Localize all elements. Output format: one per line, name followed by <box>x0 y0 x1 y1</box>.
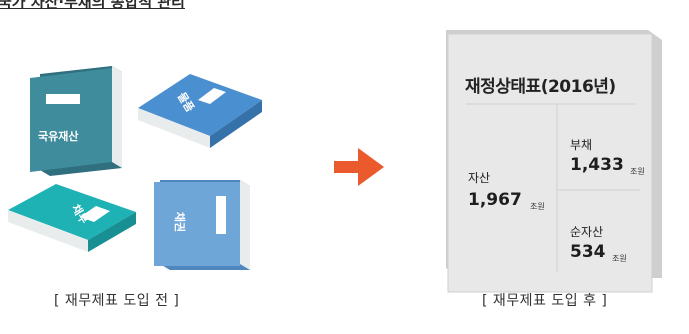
statement-title: 재정상태표(2016년) <box>465 77 616 97</box>
liabilities-unit: 조원 <box>630 167 645 176</box>
liabilities-value: 1,433 <box>570 155 624 175</box>
net-assets-label: 순자산 <box>570 225 604 239</box>
liabilities-label: 부채 <box>570 138 593 152</box>
assets-label: 자산 <box>468 171 491 185</box>
caption-before: [ 재무제표 도입 전 ] <box>54 293 180 309</box>
ledger-sheet <box>446 30 662 293</box>
assets-unit: 조원 <box>530 202 545 211</box>
arrow-right-icon <box>334 148 384 186</box>
book-receivables-icon <box>154 180 250 270</box>
book-goods-icon <box>138 74 262 148</box>
book-label-receivables: 채권 <box>173 211 187 233</box>
book-debt-icon <box>8 184 136 252</box>
book-national-property-icon <box>30 66 122 176</box>
net-assets-unit: 조원 <box>612 254 627 263</box>
section-heading: 국가 자산·부채의 종합적 관리 <box>0 0 185 11</box>
caption-after: [ 재무제표 도입 후 ] <box>482 293 608 309</box>
assets-value: 1,967 <box>468 190 522 210</box>
net-assets-value: 534 <box>570 242 606 262</box>
book-label-national-property: 국유재산 <box>38 130 79 143</box>
